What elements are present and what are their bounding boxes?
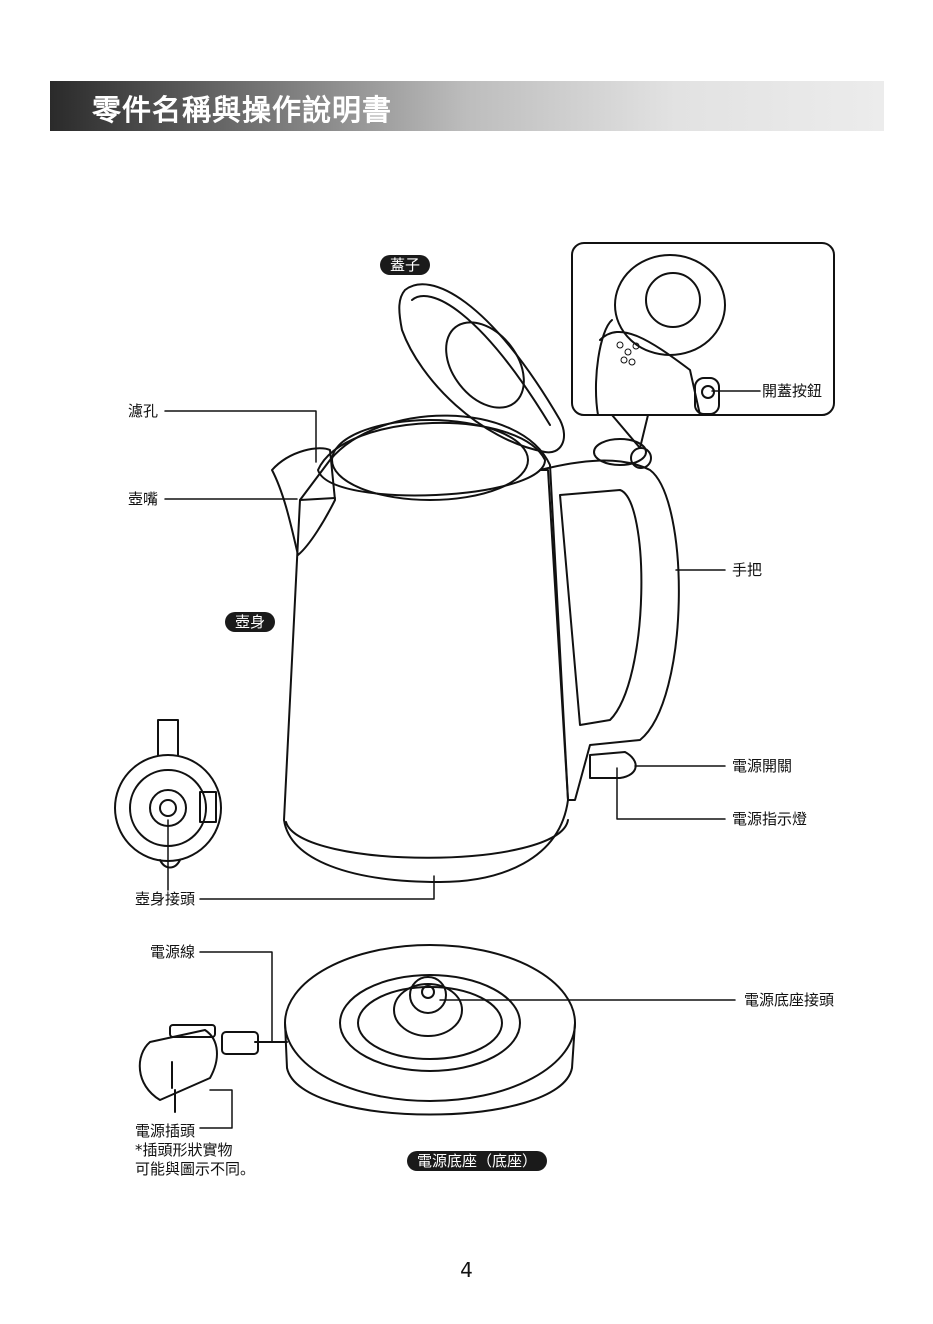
kettle-bottom-ring xyxy=(286,820,568,858)
base-connector-shape xyxy=(394,984,462,1036)
kettle-handle-inner xyxy=(560,490,641,725)
kettle-opening xyxy=(332,420,528,500)
label-lid: 蓋子 xyxy=(380,255,430,275)
label-filter: 濾孔 xyxy=(128,402,158,420)
plug-note-line-2: 可能與圖示不同。 xyxy=(135,1160,255,1179)
plug-note: 電源插頭 *插頭形狀實物 可能與圖示不同。 xyxy=(135,1122,255,1179)
kettle-spout xyxy=(272,448,335,555)
label-base-connector: 電源底座接頭 xyxy=(744,991,834,1009)
page-number: 4 xyxy=(0,1258,933,1282)
label-power-cord: 電源線 xyxy=(150,943,195,961)
label-spout: 壺嘴 xyxy=(128,490,158,508)
base-top xyxy=(285,945,575,1101)
leader-power-cord xyxy=(200,952,272,1042)
label-base: 電源底座（底座） xyxy=(407,1151,547,1171)
power-plug xyxy=(140,1030,217,1100)
label-handle: 手把 xyxy=(732,561,762,579)
label-body-connector: 壺身接頭 xyxy=(135,890,195,908)
kettle-body-outline xyxy=(284,416,568,882)
label-body: 壺身 xyxy=(225,612,275,632)
power-switch-shape xyxy=(590,752,636,778)
label-plug: 電源插頭 xyxy=(135,1122,255,1141)
label-power-indicator: 電源指示燈 xyxy=(732,810,807,828)
plug-note-line-1: *插頭形狀實物 xyxy=(135,1141,255,1160)
leader-power-indicator xyxy=(617,768,725,819)
label-lid-button: 開蓋按鈕 xyxy=(762,382,822,400)
label-power-switch: 電源開關 xyxy=(732,757,792,775)
